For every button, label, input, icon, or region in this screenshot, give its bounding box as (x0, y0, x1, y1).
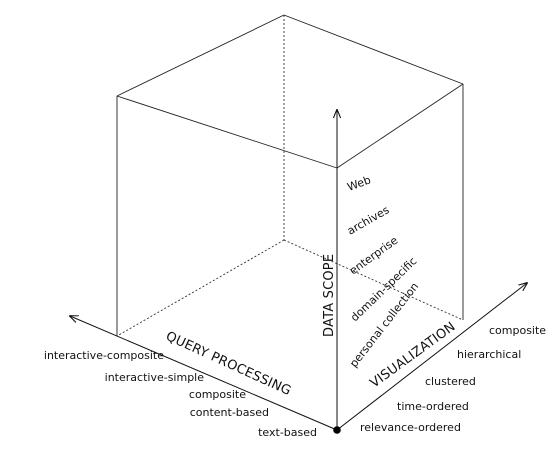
cube-hidden-edge-back-right (283, 239, 464, 321)
data-scope-title: DATA SCOPE (322, 254, 337, 337)
vis-level-time-ordered: time-ordered (397, 400, 469, 413)
vis-level-composite: composite (489, 324, 546, 337)
ds-level-web: Web (346, 173, 373, 193)
visualization-axis (336, 283, 527, 431)
origin-point (333, 426, 341, 434)
cube-edge-top-front (116, 95, 338, 169)
cube-edge-top-back (283, 14, 464, 85)
qp-level-interactive-composite: interactive-composite (44, 349, 164, 362)
qp-level-content-based: content-based (190, 406, 269, 419)
query-processing-axis (70, 316, 338, 431)
cube-edge-top-right (336, 83, 464, 169)
vis-level-hierarchical: hierarchical (457, 348, 521, 361)
vis-level-relevance-ordered: relevance-ordered (360, 421, 461, 434)
cube-edge-top-left (116, 14, 285, 97)
qp-level-composite: composite (189, 388, 246, 401)
cube-hidden-edge-back-left (116, 239, 285, 337)
qp-level-text-based: text-based (258, 426, 317, 439)
ds-level-archives: archives (345, 203, 392, 237)
qp-level-interactive-simple: interactive-simple (105, 371, 205, 384)
vis-level-clustered: clustered (425, 375, 476, 388)
